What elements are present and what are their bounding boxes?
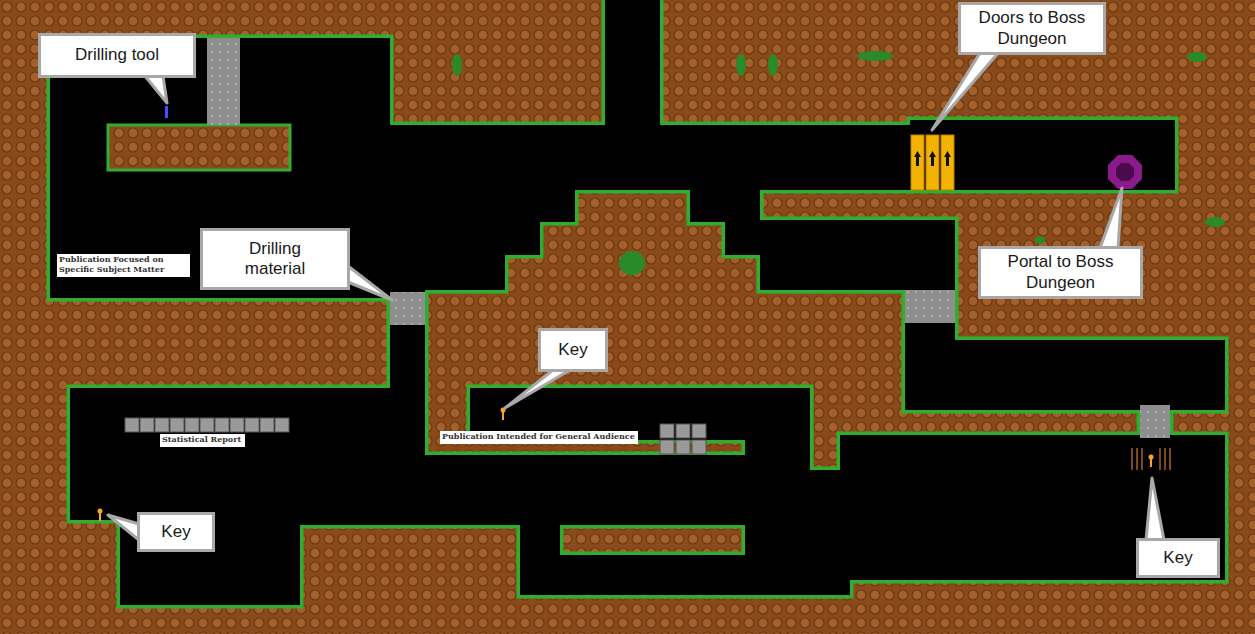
callout-box: Key	[538, 328, 608, 372]
callout-text: Portal to Boss Dungeon	[993, 252, 1128, 293]
callout-text: Drilling tool	[47, 45, 187, 65]
boss-doors	[911, 135, 954, 190]
callout-text: Drilling material	[225, 239, 325, 280]
key-cage	[1132, 448, 1170, 470]
callout-box: Drilling material	[200, 228, 350, 290]
cave-outline	[50, 0, 1225, 605]
rock-platform	[108, 125, 290, 170]
callout-tails	[108, 45, 1164, 540]
map-label: Statistical Report	[160, 434, 245, 447]
cave-tunnels	[50, 0, 1225, 605]
callout-text: Key	[151, 522, 201, 542]
callout-box: Portal to Boss Dungeon	[978, 246, 1143, 299]
callout-box: Drilling tool	[38, 33, 196, 78]
callout-box: Key	[137, 512, 215, 552]
callout-text: Key	[1153, 548, 1203, 568]
callout-box: Key	[1136, 538, 1220, 578]
callout-text: Key	[548, 340, 598, 360]
label-text: Publication Intended for General Audienc…	[442, 432, 636, 442]
key-icons	[98, 408, 1154, 522]
map-label: Publication Focused on Specific Subject …	[57, 254, 190, 277]
skull-blocks	[125, 418, 706, 454]
callout-box: Doors to Boss Dungeon	[958, 2, 1106, 55]
boss-portal	[1108, 155, 1142, 189]
map-label: Publication Intended for General Audienc…	[440, 431, 638, 444]
callout-text: Doors to Boss Dungeon	[970, 8, 1095, 49]
drilling-tool	[165, 106, 168, 118]
drill-blocks	[207, 38, 1170, 438]
label-text: Publication Focused on Specific Subject …	[59, 255, 187, 274]
label-text: Statistical Report	[162, 435, 243, 445]
